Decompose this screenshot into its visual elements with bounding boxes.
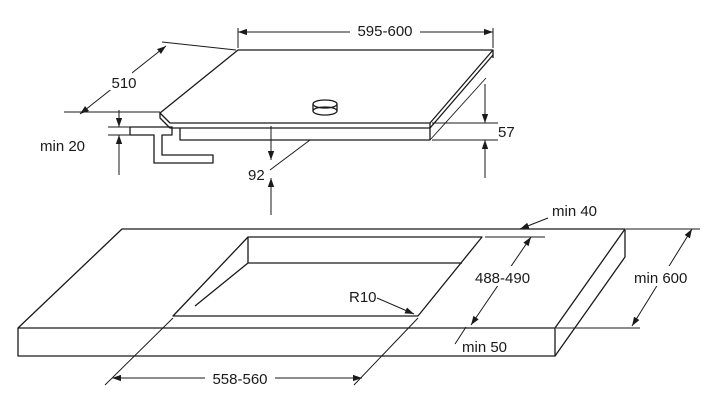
hob-width-label: 595-600	[357, 23, 412, 40]
worktop-drawing	[17, 228, 626, 357]
cutout-depth-label: 488-490	[475, 270, 530, 287]
clearance-label: min 20	[40, 138, 85, 155]
hob-depth-label: 510	[111, 75, 136, 92]
worktop-depth-dimension: min 600	[556, 228, 700, 329]
back-margin-dimension: min 40	[485, 203, 597, 238]
clearance-dimension: min 20	[40, 110, 130, 175]
worktop-side-face	[554, 229, 626, 357]
hob-drawing	[129, 49, 494, 164]
worktop-front-face	[17, 328, 556, 357]
cutout-depth-dimension: 488-490	[470, 236, 532, 326]
cutout-width-dimension: 558-560	[104, 317, 419, 388]
cutout-inner-wall	[194, 237, 462, 307]
hob-glass-edge	[429, 50, 494, 129]
control-knob-icon	[312, 99, 338, 116]
worktop-top-face	[17, 228, 626, 329]
cutout-opening	[172, 236, 483, 317]
worktop-depth-label: min 600	[634, 270, 687, 287]
front-margin-label: min 50	[462, 339, 507, 356]
corner-radius-dimension: R10	[349, 289, 415, 315]
hob-width-dimension: 595-600	[237, 20, 494, 48]
hob-height-dimension: 57	[432, 84, 515, 178]
gap-label: 92	[248, 167, 265, 184]
hob-height-label: 57	[498, 124, 515, 141]
back-margin-label: min 40	[552, 203, 597, 220]
gap-dimension: 92	[248, 126, 311, 215]
front-margin-dimension: min 50	[454, 326, 507, 356]
corner-radius-label: R10	[349, 289, 377, 306]
hob-depth-dimension: 510	[64, 41, 237, 115]
hob-body	[159, 113, 431, 141]
hob-glass-top	[159, 49, 494, 124]
worktop-section	[129, 126, 214, 164]
cutout-width-label: 558-560	[212, 371, 267, 388]
